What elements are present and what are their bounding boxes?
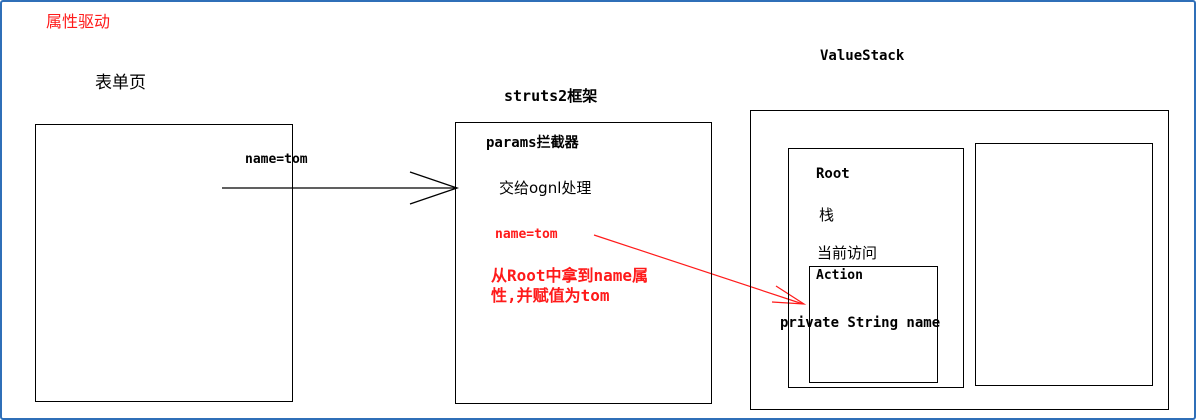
form-param-label: name=tom [245, 152, 308, 167]
root-label: Root [816, 166, 850, 182]
assign-note-line2: 性,并赋值为tom [491, 286, 610, 305]
valuestack-box [750, 110, 1169, 410]
assign-arrow-line [593, 234, 804, 305]
valuestack-label: ValueStack [820, 48, 905, 64]
form-page-box [35, 124, 293, 402]
action-field-label: private String name [780, 315, 941, 331]
struts2-label: struts2框架 [504, 87, 598, 105]
action-label: Action [816, 268, 863, 283]
params-interceptor-label: params拦截器 [486, 135, 579, 151]
root-box [788, 148, 964, 388]
struts2-box [455, 122, 712, 404]
current-access-label: 当前访问 [817, 244, 878, 262]
form-page-label: 表单页 [95, 73, 146, 93]
struts-param-label: name=tom [495, 227, 558, 242]
stack-label: 栈 [819, 206, 835, 224]
ognl-handoff-label: 交给ognl处理 [499, 179, 592, 197]
assign-note-line1: 从Root中拿到name属 [491, 266, 649, 285]
action-box [809, 266, 938, 383]
diagram-title: 属性驱动 [46, 12, 111, 31]
form-to-struts-arrow-head [409, 171, 460, 205]
context-box [975, 143, 1153, 386]
assign-arrow-head [771, 285, 807, 305]
